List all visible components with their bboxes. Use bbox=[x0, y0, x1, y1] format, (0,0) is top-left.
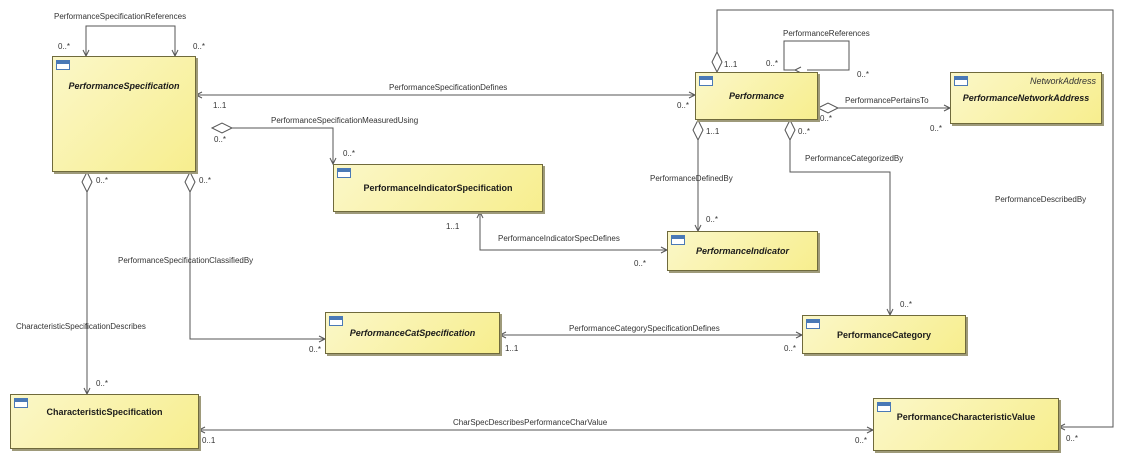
multiplicity: 0..* bbox=[900, 300, 913, 309]
class-icon bbox=[699, 76, 713, 86]
assoc-indicator-spec-defines-line bbox=[479, 212, 667, 251]
multiplicity: 0..* bbox=[706, 215, 719, 224]
assoc-label: PerformancePertainsTo bbox=[845, 96, 929, 105]
multiplicity: 0..* bbox=[96, 379, 109, 388]
class-icon bbox=[877, 402, 891, 412]
arrowhead bbox=[476, 210, 484, 219]
multiplicity: 1..1 bbox=[706, 127, 720, 136]
multiplicity: 0..* bbox=[309, 345, 322, 354]
class-name: PerformanceIndicator bbox=[695, 246, 790, 256]
class-icon bbox=[806, 319, 820, 329]
multiplicity: 0..* bbox=[784, 344, 797, 353]
class-performance-indicator[interactable]: PerformanceIndicator bbox=[667, 231, 818, 271]
multiplicity: 0..* bbox=[798, 127, 811, 136]
multiplicity: 0..* bbox=[930, 124, 943, 133]
aggregation-diamond bbox=[184, 170, 196, 194]
multiplicity: 0..* bbox=[677, 101, 690, 110]
class-performance-characteristic-value[interactable]: PerformanceCharacteristicValue bbox=[873, 398, 1059, 451]
class-performance-cat-specification[interactable]: PerformanceCatSpecification bbox=[325, 312, 500, 354]
class-name: PerformanceCatSpecification bbox=[349, 328, 476, 338]
assoc-label: PerformanceCategorizedBy bbox=[805, 154, 904, 163]
aggregation-diamond bbox=[711, 50, 723, 74]
assoc-described-by-line bbox=[716, 9, 1114, 428]
class-characteristic-specification[interactable]: CharacteristicSpecification bbox=[10, 394, 199, 449]
class-name: CharacteristicSpecification bbox=[46, 407, 163, 417]
aggregation-diamond bbox=[784, 118, 796, 142]
assoc-label: PerformanceSpecificationClassifiedBy bbox=[118, 256, 254, 265]
multiplicity: 1..1 bbox=[505, 344, 519, 353]
assoc-categorized-by-line bbox=[789, 140, 891, 315]
aggregation-diamond bbox=[816, 102, 840, 114]
class-icon bbox=[671, 235, 685, 245]
class-name: Performance bbox=[728, 91, 785, 101]
assoc-label: CharacteristicSpecificationDescribes bbox=[16, 322, 146, 331]
multiplicity: 0..* bbox=[766, 59, 779, 68]
multiplicity: 0..* bbox=[820, 114, 833, 123]
class-performance[interactable]: Performance bbox=[695, 72, 818, 120]
assoc-label: PerformanceCategorySpecificationDefines bbox=[569, 324, 720, 333]
multiplicity: 1..1 bbox=[724, 60, 738, 69]
assoc-performance-references-line bbox=[783, 40, 850, 71]
class-icon bbox=[337, 168, 351, 178]
multiplicity: 0..* bbox=[343, 149, 356, 158]
arrowhead bbox=[197, 426, 206, 434]
class-icon bbox=[14, 398, 28, 408]
arrowhead bbox=[498, 331, 507, 339]
multiplicity: 0..* bbox=[199, 176, 212, 185]
assoc-label: PerformanceDescribedBy bbox=[995, 195, 1087, 204]
arrowhead bbox=[1057, 423, 1066, 431]
multiplicity: 0..* bbox=[96, 176, 109, 185]
class-name: PerformanceIndicatorSpecification bbox=[363, 183, 513, 193]
class-name: PerformanceSpecification bbox=[68, 81, 180, 91]
aggregation-diamond bbox=[692, 118, 704, 142]
multiplicity: 0..1 bbox=[202, 436, 216, 445]
class-performance-indicator-specification[interactable]: PerformanceIndicatorSpecification bbox=[333, 164, 543, 212]
multiplicity: 0..* bbox=[634, 259, 647, 268]
multiplicity: 0..* bbox=[857, 70, 870, 79]
class-name: PerformanceNetworkAddress bbox=[962, 93, 1090, 103]
class-performance-network-address[interactable]: NetworkAddress PerformanceNetworkAddress bbox=[950, 72, 1102, 124]
multiplicity: 1..1 bbox=[213, 101, 227, 110]
multiplicity: 0..* bbox=[1066, 434, 1079, 443]
assoc-measured-using-line bbox=[232, 127, 334, 164]
class-name: PerformanceCategory bbox=[836, 329, 932, 340]
class-icon bbox=[954, 76, 968, 86]
class-icon bbox=[329, 316, 343, 326]
multiplicity: 0..* bbox=[855, 436, 868, 445]
class-stereotype: NetworkAddress bbox=[1029, 76, 1096, 86]
assoc-label: PerformanceSpecificationReferences bbox=[54, 12, 187, 21]
class-performance-category[interactable]: PerformanceCategory bbox=[802, 315, 966, 354]
multiplicity: 0..* bbox=[214, 135, 227, 144]
assoc-label: PerformanceDefinedBy bbox=[650, 174, 733, 183]
assoc-spec-references-line bbox=[85, 25, 176, 56]
class-name: PerformanceCharacteristicValue bbox=[896, 412, 1036, 422]
aggregation-diamond bbox=[210, 122, 234, 134]
assoc-label: PerformanceSpecificationDefines bbox=[389, 83, 508, 92]
class-icon bbox=[56, 60, 70, 70]
assoc-label: CharSpecDescribesPerformanceCharValue bbox=[453, 418, 608, 427]
assoc-classified-by-line bbox=[189, 192, 325, 340]
assoc-label: PerformanceReferences bbox=[783, 29, 870, 38]
multiplicity: 0..* bbox=[58, 42, 71, 51]
assoc-label: PerformanceSpecificationMeasuredUsing bbox=[271, 116, 419, 125]
aggregation-diamond bbox=[81, 170, 93, 194]
class-performance-specification[interactable]: PerformanceSpecification bbox=[52, 56, 196, 172]
assoc-label: PerformanceIndicatorSpecDefines bbox=[498, 234, 620, 243]
arrowhead bbox=[194, 91, 203, 99]
multiplicity: 1..1 bbox=[446, 222, 460, 231]
multiplicity: 0..* bbox=[193, 42, 206, 51]
